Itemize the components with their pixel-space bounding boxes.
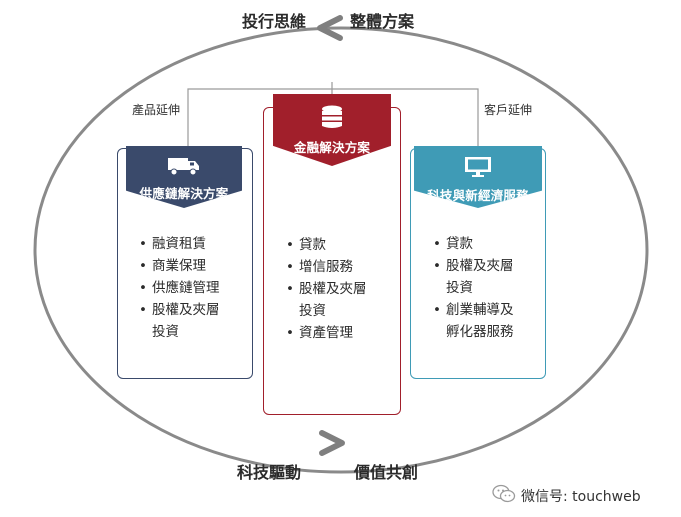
- branch-label-right: 客戶延伸: [484, 103, 533, 117]
- title-top-left: 投行思維: [242, 12, 307, 31]
- list-item: 股權及夾層 投資: [286, 278, 367, 322]
- banner-title-tech: 科技與新經濟服務: [427, 188, 529, 203]
- tech-list: 貸款 股權及夾層 投資 創業輔導及 孵化器服務: [433, 233, 514, 343]
- monitor-icon: [463, 156, 493, 181]
- title-bottom-right: 價值共創: [354, 463, 419, 482]
- truck-icon: [167, 156, 201, 179]
- list-item: 融資租賃: [139, 233, 220, 255]
- list-item: 股權及夾層 投資: [139, 299, 220, 343]
- title-bottom-left: 科技驅動: [237, 463, 302, 482]
- coins-icon: [318, 104, 346, 133]
- list-item: 供應鏈管理: [139, 277, 220, 299]
- list-item: 股權及夾層 投資: [433, 255, 514, 299]
- branch-label-left: 產品延伸: [132, 103, 181, 117]
- list-item: 增信服務: [286, 256, 367, 278]
- list-item: 貸款: [433, 233, 514, 255]
- financial-list: 貸款 增信服務 股權及夾層 投資 資產管理: [286, 234, 367, 344]
- supply-chain-list: 融資租賃 商業保理 供應鏈管理 股權及夾層 投資: [139, 233, 220, 343]
- top-arrowhead: [317, 15, 343, 41]
- list-item: 商業保理: [139, 255, 220, 277]
- watermark: 微信号: touchweb: [492, 484, 641, 508]
- connector-right: [332, 88, 479, 148]
- banner-title-supply-chain: 供應鏈解決方案: [139, 186, 229, 201]
- bottom-arrowhead: [319, 430, 345, 456]
- banner-title-financial: 金融解決方案: [293, 140, 371, 155]
- cycle-ellipse: [33, 26, 649, 474]
- connector-left: [187, 88, 332, 148]
- title-top-right: 整體方案: [350, 12, 415, 31]
- watermark-text: 微信号: touchweb: [521, 489, 641, 505]
- list-item: 資產管理: [286, 322, 367, 344]
- wechat-icon: [492, 484, 516, 508]
- list-item: 創業輔導及 孵化器服務: [433, 299, 514, 343]
- list-item: 貸款: [286, 234, 367, 256]
